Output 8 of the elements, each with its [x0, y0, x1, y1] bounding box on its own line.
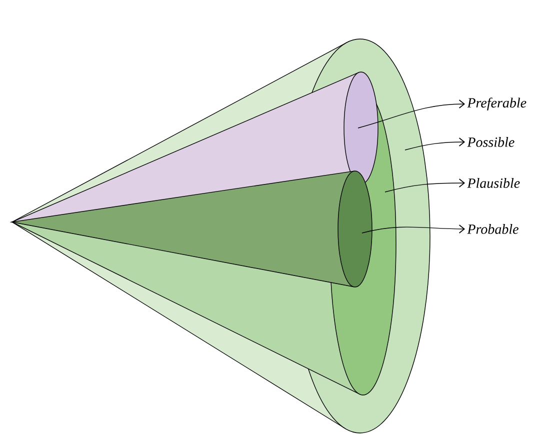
future-label: Probable — [467, 224, 518, 234]
future-label: Plausible — [467, 178, 520, 188]
leader-line — [362, 224, 465, 234]
future-label: Possible — [467, 137, 514, 147]
leader-line — [404, 138, 465, 150]
future-label: Preferable — [467, 98, 526, 110]
leader-line — [384, 178, 465, 192]
leader-line — [358, 100, 465, 128]
